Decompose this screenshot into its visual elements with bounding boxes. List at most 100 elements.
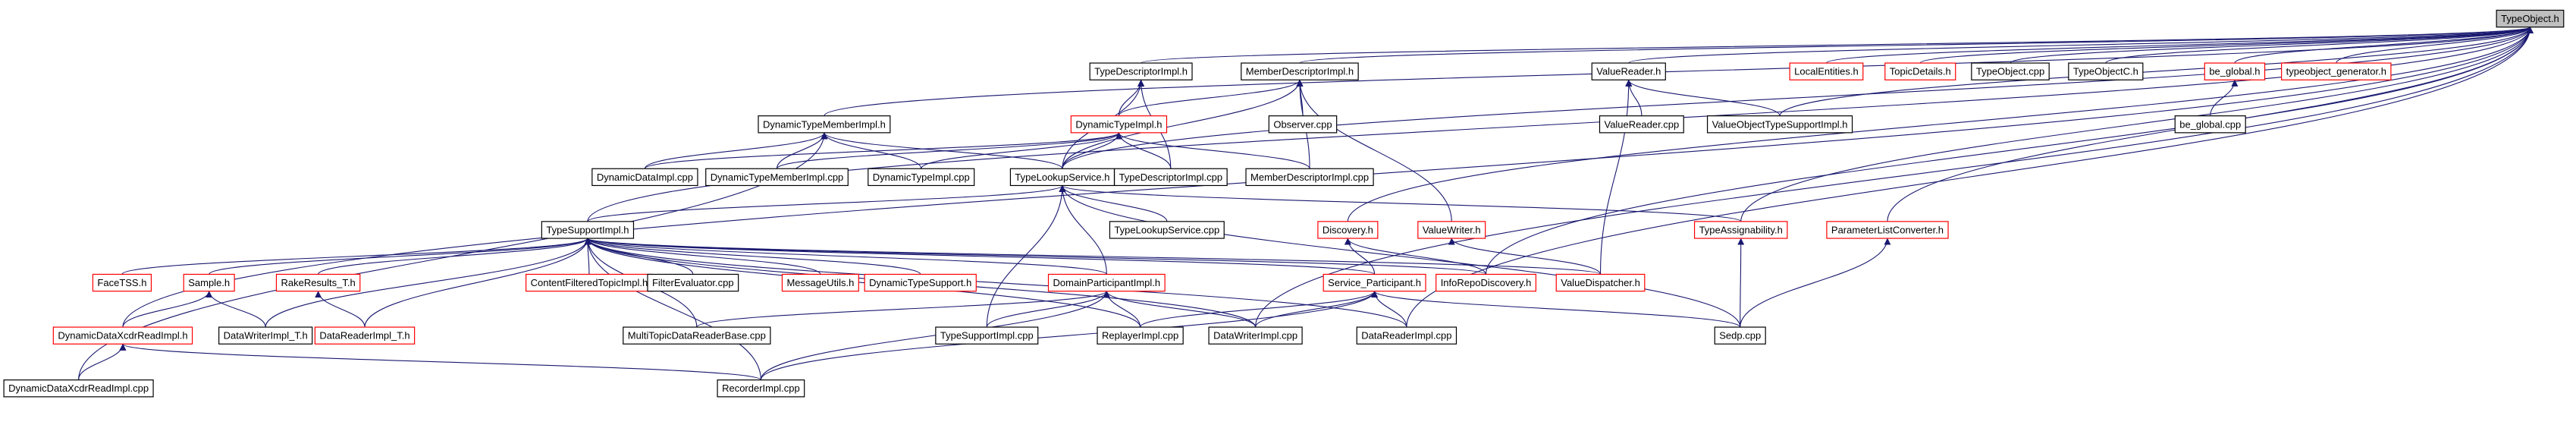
edge-n6-to-n0	[2010, 27, 2534, 64]
node-observer-cpp[interactable]: Observer.cpp	[1268, 115, 1338, 134]
node-label: DynamicTypeMemberImpl.cpp	[711, 172, 844, 183]
node-dynamicdataxcdrreadimpl-h[interactable]: DynamicDataXcdrReadImpl.h	[52, 326, 193, 345]
edge-n19-to-n2	[1062, 79, 1304, 169]
node-valuewriter-h[interactable]: ValueWriter.h	[1417, 221, 1486, 239]
node-valuedispatcher-h[interactable]: ValueDispatcher.h	[1555, 273, 1646, 292]
node-label: RecorderImpl.cpp	[722, 382, 800, 394]
node-box	[1241, 62, 1359, 80]
node-label: Observer.cpp	[1273, 118, 1332, 130]
node-recorderimpl-cpp[interactable]: RecorderImpl.cpp	[717, 379, 805, 398]
node-box	[1599, 115, 1684, 134]
node-sedp-cpp[interactable]: Sedp.cpp	[1714, 326, 1766, 345]
node-label: MemberDescriptorImpl.cpp	[1250, 172, 1369, 183]
include-edge	[584, 238, 1141, 328]
node-label: TypeObject.h	[2501, 13, 2559, 24]
edge-n41-to-n30	[315, 291, 366, 328]
node-label: RakeResults_T.h	[281, 277, 355, 288]
node-typeobject-cpp[interactable]: TypeObject.cpp	[1971, 62, 2050, 80]
node-inforepodiscovery-h[interactable]: InfoRepoDiscovery.h	[1435, 273, 1537, 292]
node-label: be_global.cpp	[2179, 118, 2241, 130]
node-messageutils-h[interactable]: MessageUtils.h	[781, 273, 859, 292]
node-box	[935, 326, 1039, 345]
edge-n44-to-n22	[584, 238, 1141, 328]
node-label: MessageUtils.h	[786, 277, 854, 288]
node-typesupportimpl-h[interactable]: TypeSupportImpl.h	[541, 221, 635, 239]
node-typedescriptorimpl-cpp[interactable]: TypeDescriptorImpl.cpp	[1113, 168, 1228, 187]
node-label: DataReaderImpl_T.h	[319, 330, 409, 342]
node-be-global-cpp[interactable]: be_global.cpp	[2174, 115, 2246, 134]
node-facetss-h[interactable]: FaceTSS.h	[92, 273, 152, 292]
node-be-global-h[interactable]: be_global.h	[2204, 62, 2266, 80]
include-edge	[1103, 291, 1257, 328]
node-service-participant-h[interactable]: Service_Participant.h	[1323, 273, 1426, 292]
node-box	[2281, 62, 2392, 80]
node-box	[1047, 273, 1166, 292]
node-label: ValueReader.cpp	[1604, 118, 1679, 130]
node-label: TypeDescriptorImpl.cpp	[1119, 172, 1223, 183]
node-datawriterimpl-cpp[interactable]: DataWriterImpl.cpp	[1208, 326, 1303, 345]
node-dynamictypememberimpl-cpp[interactable]: DynamicTypeMemberImpl.cpp	[705, 168, 849, 187]
node-box	[1591, 62, 1666, 80]
node-box	[1268, 115, 1338, 134]
node-memberdescriptorimpl-h[interactable]: MemberDescriptorImpl.h	[1241, 62, 1359, 80]
node-datareaderimpl-t-h[interactable]: DataReaderImpl_T.h	[314, 326, 416, 345]
edge-n45-to-n36	[1255, 291, 1379, 328]
edge-n25-to-n2	[1296, 79, 1452, 222]
node-typelookupservice-cpp[interactable]: TypeLookupService.cpp	[1109, 221, 1225, 239]
node-datawriterimpl-t-h[interactable]: DataWriterImpl_T.h	[218, 326, 313, 345]
node-box	[1789, 62, 1864, 80]
node-dynamicdataxcdrreadimpl-cpp[interactable]: DynamicDataXcdrReadImpl.cpp	[3, 379, 154, 398]
node-rakeresults-t-h[interactable]: RakeResults_T.h	[275, 273, 361, 292]
node-multitopicdatareaderbase-cpp[interactable]: MultiTopicDataReaderBase.cpp	[623, 326, 771, 345]
node-filterevaluator-cpp[interactable]: FilterEvaluator.cpp	[647, 273, 739, 292]
node-sample-h[interactable]: Sample.h	[183, 273, 235, 292]
include-edge	[1059, 185, 1107, 275]
node-label: TypeLookupService.h	[1015, 172, 1109, 183]
node-label: ReplayerImpl.cpp	[1102, 330, 1178, 342]
include-edge	[1344, 238, 1376, 275]
edge-n8-to-n0	[2234, 27, 2534, 64]
node-box	[1356, 326, 1457, 345]
node-valueobjecttypesupportimpl-h[interactable]: ValueObjectTypeSupportImpl.h	[1706, 115, 1853, 134]
node-domainparticipantimpl-h[interactable]: DomainParticipantImpl.h	[1047, 273, 1166, 292]
edge-n47-to-n27	[1740, 238, 1891, 328]
include-edge	[1115, 132, 1310, 169]
include-edge	[1371, 291, 1741, 328]
edge-n40-to-n29	[206, 291, 266, 328]
node-typeobjectc-h[interactable]: TypeObjectC.h	[2068, 62, 2144, 80]
node-discovery-h[interactable]: Discovery.h	[1317, 221, 1379, 239]
node-typedescriptorimpl-h[interactable]: TypeDescriptorImpl.h	[1089, 62, 1193, 80]
node-label: TypeLookupService.cpp	[1114, 224, 1219, 235]
node-box	[314, 326, 416, 345]
node-valuereader-cpp[interactable]: ValueReader.cpp	[1599, 115, 1684, 134]
node-contentfilteredtopicimpl-h[interactable]: ContentFilteredTopicImpl.h	[526, 273, 653, 292]
node-parameterlistconverter-h[interactable]: ParameterListConverter.h	[1826, 221, 1949, 239]
edge-n18-to-n11	[921, 132, 1122, 169]
node-typesupportimpl-cpp[interactable]: TypeSupportImpl.cpp	[935, 326, 1039, 345]
edge-n41-to-n22	[364, 238, 591, 328]
node-memberdescriptorimpl-cpp[interactable]: MemberDescriptorImpl.cpp	[1245, 168, 1374, 187]
node-label: LocalEntities.h	[1794, 66, 1859, 77]
node-box	[758, 115, 891, 134]
node-valuereader-h[interactable]: ValueReader.h	[1591, 62, 1666, 80]
include-edge	[1103, 291, 1141, 328]
node-label: DynamicTypeImpl.h	[1075, 118, 1162, 130]
node-dynamictypesupport-h[interactable]: DynamicTypeSupport.h	[864, 273, 977, 292]
node-replayerimpl-cpp[interactable]: ReplayerImpl.cpp	[1097, 326, 1184, 345]
node-dynamictypememberimpl-h[interactable]: DynamicTypeMemberImpl.h	[758, 115, 891, 134]
node-topicdetails-h[interactable]: TopicDetails.h	[1884, 62, 1956, 80]
node-typeassignability-h[interactable]: TypeAssignability.h	[1693, 221, 1788, 239]
node-localentities-h[interactable]: LocalEntities.h	[1789, 62, 1864, 80]
node-typeobject-generator-h[interactable]: typeobject_generator.h	[2281, 62, 2392, 80]
edge-n38-to-n25	[1448, 238, 1602, 275]
include-edge	[315, 291, 366, 328]
node-dynamictypeimpl-h[interactable]: DynamicTypeImpl.h	[1070, 115, 1168, 134]
node-dynamictypeimpl-cpp[interactable]: DynamicTypeImpl.cpp	[868, 168, 975, 187]
include-edge	[760, 291, 1378, 380]
node-typelookupservice-h[interactable]: TypeLookupService.h	[1009, 168, 1115, 187]
node-label: MultiTopicDataReaderBase.cpp	[628, 330, 766, 342]
node-label: DynamicDataXcdrReadImpl.h	[58, 330, 187, 342]
include-edge	[696, 291, 1110, 328]
node-dynamicdataimpl-cpp[interactable]: DynamicDataImpl.cpp	[591, 168, 698, 187]
node-datareaderimpl-cpp[interactable]: DataReaderImpl.cpp	[1356, 326, 1457, 345]
